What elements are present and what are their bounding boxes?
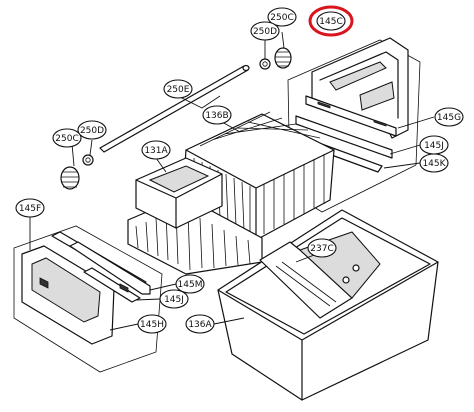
label-145f[interactable]: 145F xyxy=(15,198,45,218)
right-panel-slot xyxy=(329,61,387,91)
highlight-ring xyxy=(308,5,354,37)
leader-250e xyxy=(177,95,221,109)
wire-basket-edges xyxy=(185,149,335,241)
top-gear-group xyxy=(259,47,292,70)
label-250c-top-text: 250C xyxy=(270,13,293,23)
label-131a-text: 131A xyxy=(144,146,168,156)
left-rail-clip xyxy=(119,283,129,293)
top-gear-teeth xyxy=(275,51,291,67)
top-bushing xyxy=(259,58,271,70)
label-250d-top[interactable]: 250D xyxy=(250,21,280,41)
label-237c-text: 237C xyxy=(310,244,333,254)
label-250c-top[interactable]: 250C xyxy=(267,7,297,27)
right-rail-clip-2 xyxy=(373,119,387,127)
left-panel-group xyxy=(13,225,163,373)
wire-basket-side-wires xyxy=(263,154,325,234)
label-145j-left[interactable]: 145J xyxy=(159,289,189,309)
rod-end xyxy=(242,64,250,72)
label-136a[interactable]: 136A xyxy=(185,314,215,334)
leader-145m xyxy=(149,283,177,291)
leader-145j-left xyxy=(135,298,161,301)
leader-145h xyxy=(109,323,139,331)
label-136b[interactable]: 136B xyxy=(202,105,232,125)
right-rail-middle xyxy=(295,115,393,159)
label-145j-right[interactable]: 145J xyxy=(419,135,449,155)
leader-250c-top xyxy=(281,31,285,49)
top-bushing-hole xyxy=(262,61,268,67)
crisper-rim xyxy=(225,217,431,335)
leader-145g xyxy=(397,116,435,129)
label-145m-text: 145M xyxy=(178,280,203,290)
left-bushing xyxy=(82,154,94,166)
label-145g-text: 145G xyxy=(437,113,461,123)
label-145h-text: 145H xyxy=(140,320,164,330)
leader-145j-right xyxy=(389,144,421,155)
wire-basket-lower-wires xyxy=(135,209,251,271)
label-145k-text: 145K xyxy=(422,159,446,169)
label-145c[interactable]: 145C xyxy=(308,5,354,37)
small-bin-inside xyxy=(148,165,210,193)
label-145j-right-text: 145J xyxy=(424,141,444,151)
label-145j-left-text: 145J xyxy=(164,295,184,305)
left-panel-latch xyxy=(39,277,49,289)
right-panel-cover-edge xyxy=(319,51,399,119)
label-145f-text: 145F xyxy=(19,204,41,214)
label-250d-top-text: 250D xyxy=(253,27,277,37)
leader-136b xyxy=(221,121,241,133)
left-gear-icon xyxy=(60,166,80,190)
leader-250d-left xyxy=(89,139,93,156)
label-145c-text: 145C xyxy=(319,17,342,27)
label-250d-left-text: 250D xyxy=(80,126,104,136)
right-panel-group xyxy=(287,37,421,213)
small-bin xyxy=(135,157,223,229)
crisper-hole-2 xyxy=(342,276,350,284)
label-237c[interactable]: 237C xyxy=(307,238,337,258)
leader-145k xyxy=(383,162,421,169)
divider-ribs xyxy=(275,261,337,307)
rod-group xyxy=(99,64,250,153)
right-panel-vent xyxy=(359,81,395,111)
label-250e[interactable]: 250E xyxy=(163,79,193,99)
label-136a-text: 136A xyxy=(188,320,212,330)
left-gear-teeth xyxy=(61,171,79,188)
leader-lines xyxy=(29,31,435,331)
left-gear-group xyxy=(60,154,94,190)
left-bushing-hole xyxy=(85,157,91,163)
label-250c-left[interactable]: 250C xyxy=(52,128,82,148)
leader-250c-left xyxy=(71,143,75,167)
label-250c-left-text: 250C xyxy=(55,134,78,144)
right-rail-clip-1 xyxy=(317,101,331,109)
left-panel-frame xyxy=(13,225,163,373)
leader-131a xyxy=(155,157,167,173)
left-rail-lower xyxy=(83,267,141,303)
small-bin-edges xyxy=(135,173,223,229)
crisper-hole-1 xyxy=(352,264,360,272)
crisper-edges xyxy=(217,261,439,401)
label-145g[interactable]: 145G xyxy=(434,107,464,127)
leader-136a xyxy=(213,317,245,325)
label-250d-left[interactable]: 250D xyxy=(77,120,107,140)
label-136b-text: 136B xyxy=(205,111,228,121)
label-145k[interactable]: 145K xyxy=(419,153,449,173)
label-145h[interactable]: 145H xyxy=(137,314,167,334)
left-panel-insert xyxy=(31,257,101,323)
label-131a[interactable]: 131A xyxy=(141,140,171,160)
label-145m[interactable]: 145M xyxy=(175,274,205,294)
top-gear-icon xyxy=(274,47,292,69)
label-250e-text: 250E xyxy=(167,85,190,95)
